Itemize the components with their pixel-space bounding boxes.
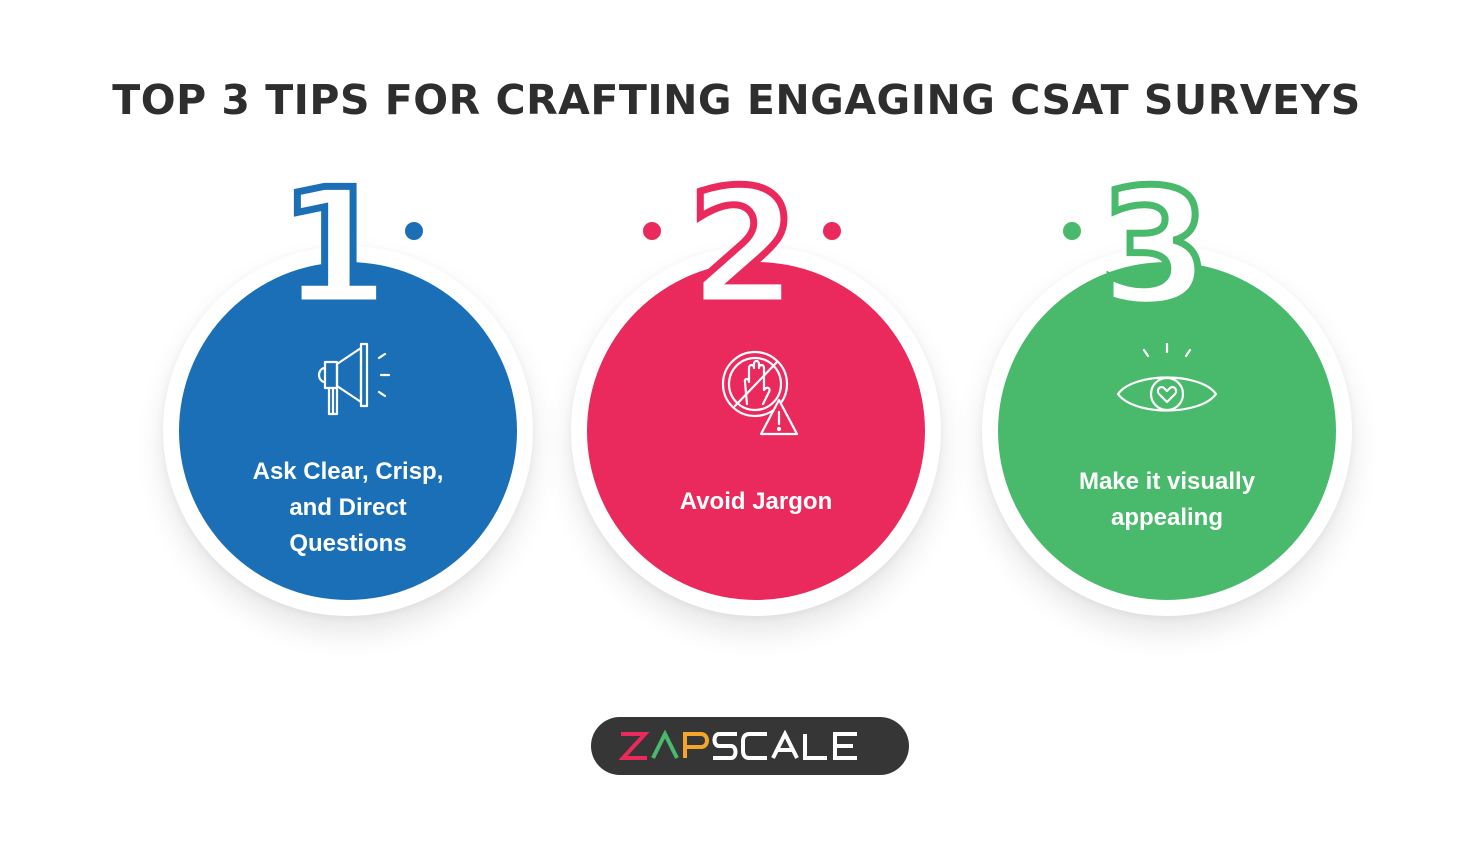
step-3-number: 3: [1096, 154, 1214, 341]
step-3-line-1: Make it visually: [1078, 468, 1256, 495]
page-title: TOP 3 TIPS FOR CRAFTING ENGAGING CSAT SU…: [112, 76, 1361, 124]
step-2-text: Avoid Jargon: [617, 484, 895, 520]
step-2-card: Avoid Jargon: [571, 246, 941, 616]
step-2-line-1: Avoid Jargon: [679, 488, 833, 515]
connector-dot-2a: [643, 222, 661, 240]
step-1-circle: Ask Clear, Crisp, and Direct Questions: [179, 262, 517, 600]
megaphone-icon: [317, 342, 391, 416]
connector-dot-3: [1063, 222, 1081, 240]
step-3-circle: Make it visually appealing: [998, 262, 1336, 600]
step-1-line-1: Ask Clear, Crisp,: [252, 458, 444, 485]
zapscale-logo: [591, 717, 909, 775]
step-3-card: Make it visually appealing: [982, 246, 1352, 616]
step-1-number: 1: [276, 154, 394, 341]
step-2-number: 2: [684, 154, 802, 341]
step-3-text: Make it visually appealing: [1028, 464, 1306, 536]
step-1-card: Ask Clear, Crisp, and Direct Questions: [163, 246, 533, 616]
connector-dot-2b: [823, 222, 841, 240]
eye-heart-icon: [1116, 342, 1218, 412]
connector-dot-1: [405, 222, 423, 240]
no-hand-warning-icon: [721, 350, 799, 436]
step-1-line-2: and Direct: [289, 494, 407, 521]
step-2-circle: Avoid Jargon: [587, 262, 925, 600]
step-1-text: Ask Clear, Crisp, and Direct Questions: [209, 454, 487, 562]
step-1-line-3: Questions: [289, 530, 407, 557]
step-3-line-2: appealing: [1110, 504, 1224, 531]
